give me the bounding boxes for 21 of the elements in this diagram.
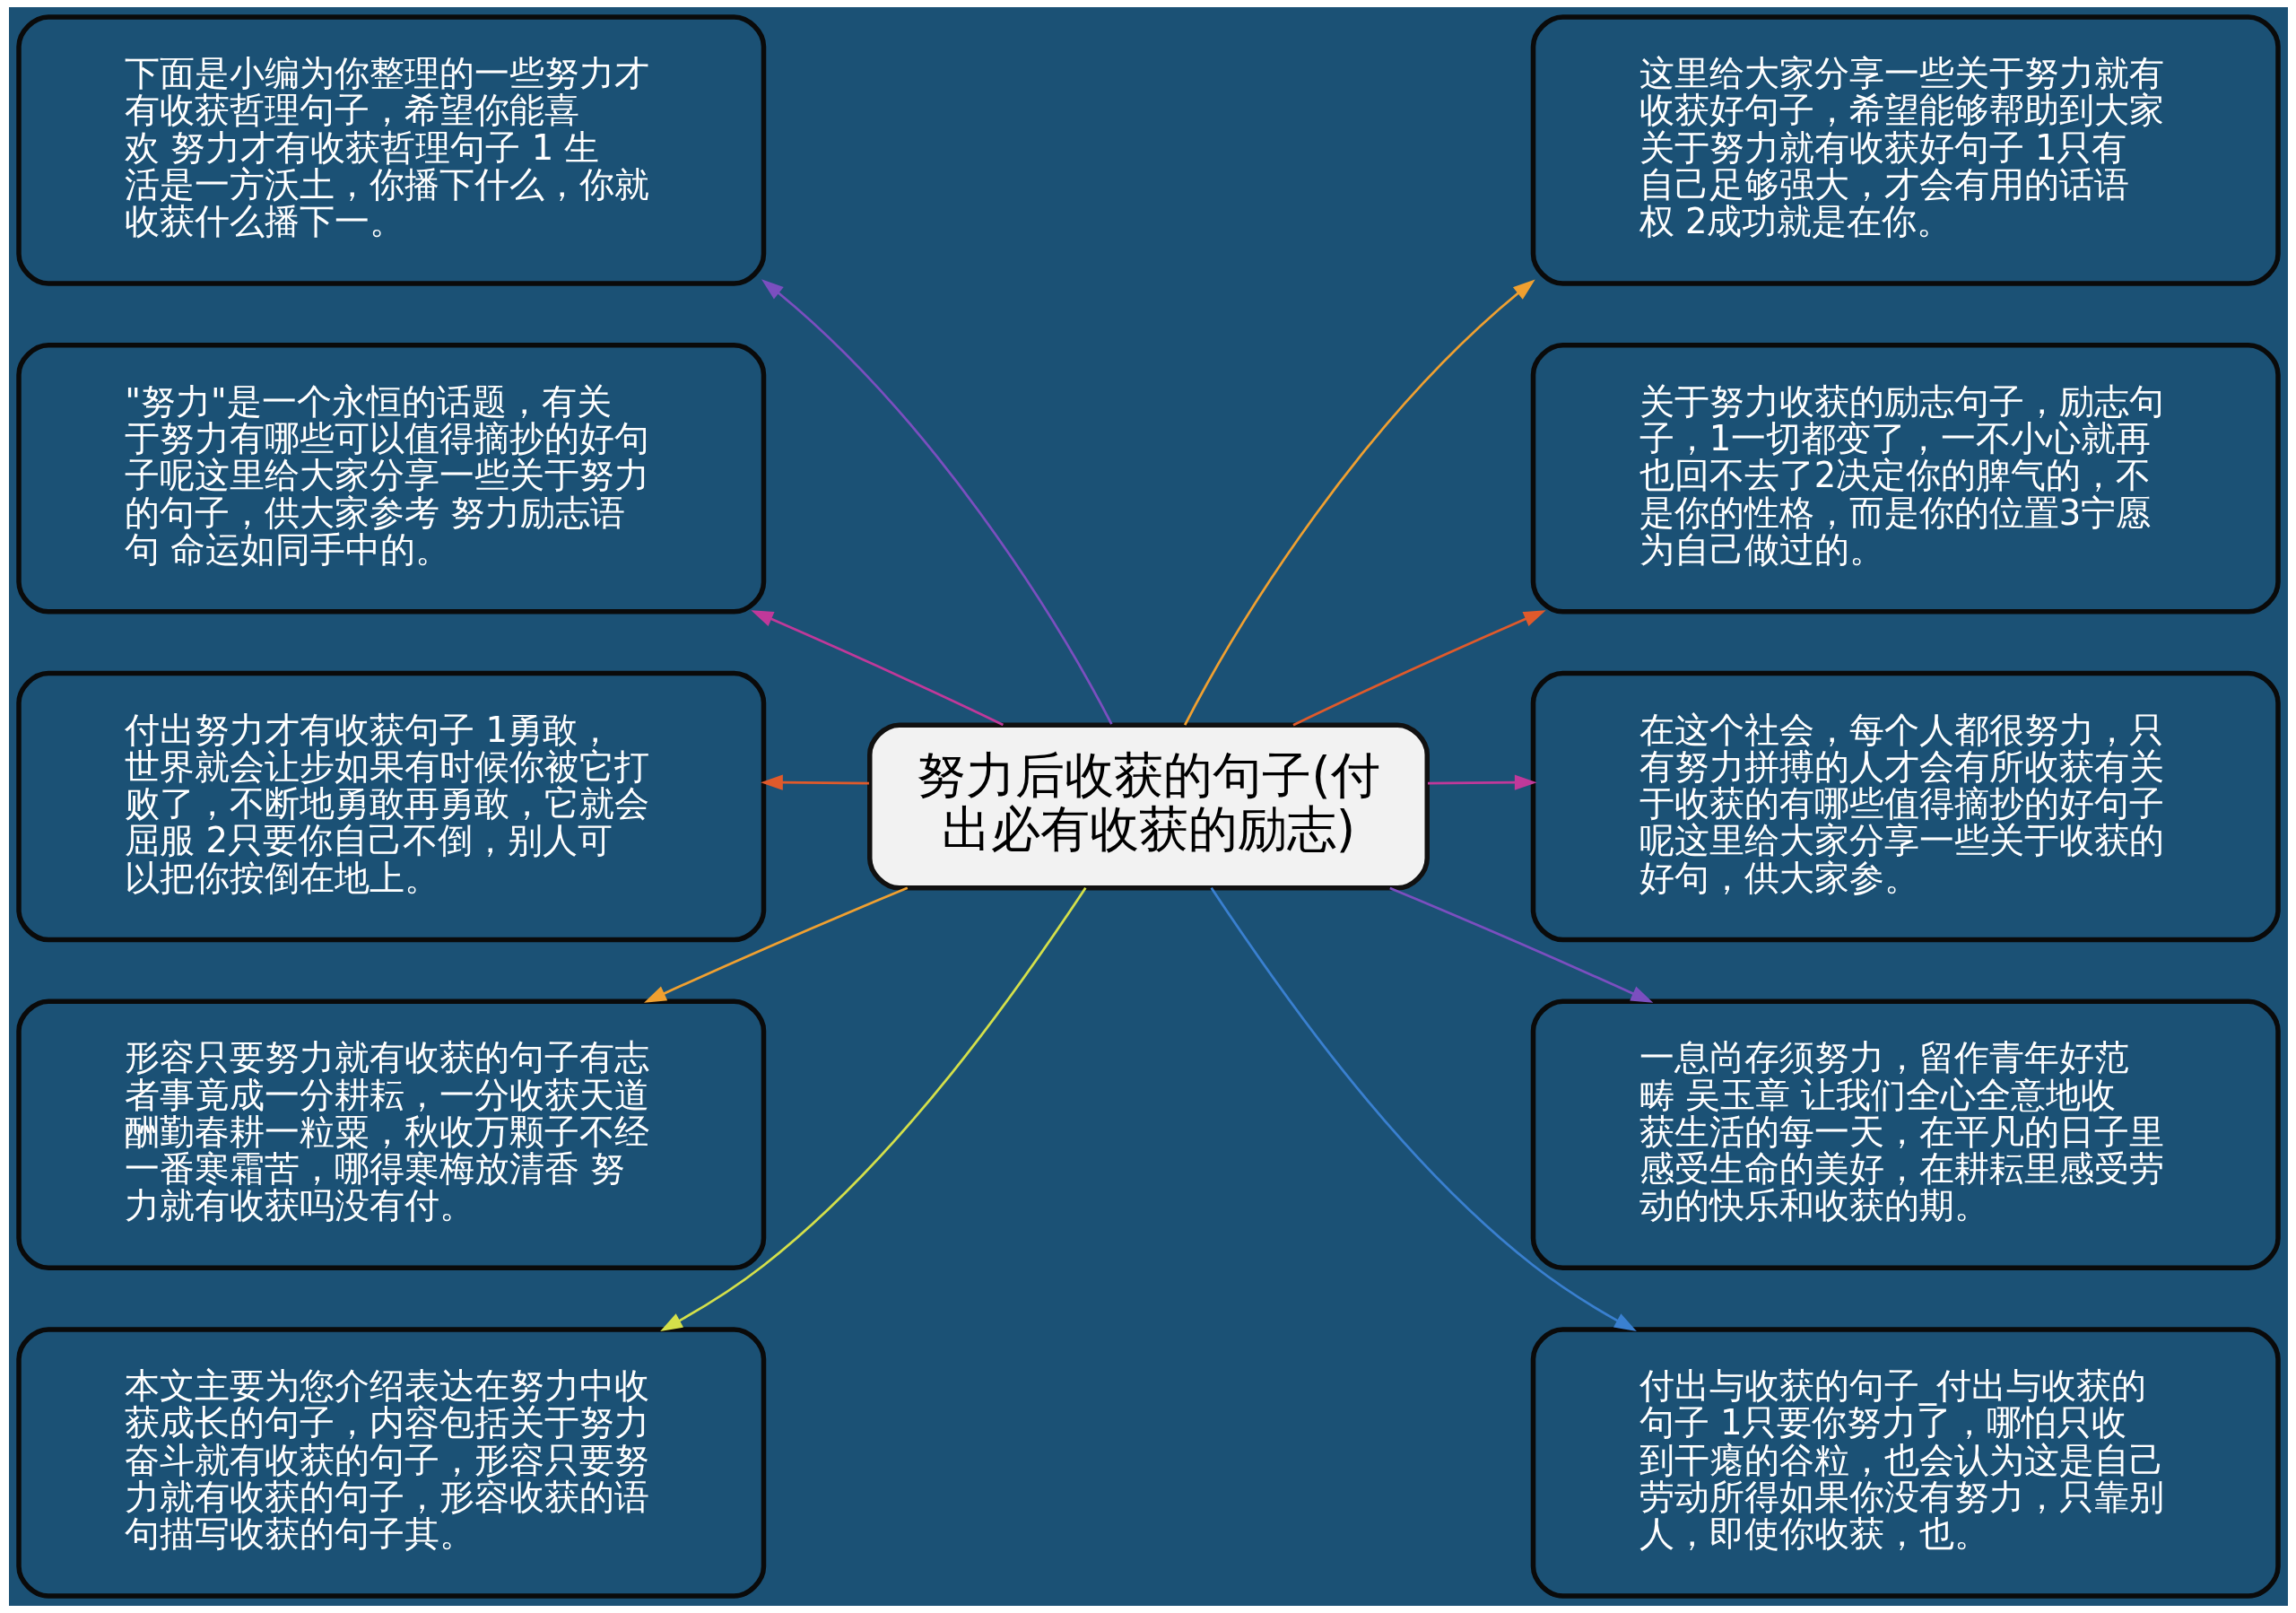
node-box: 本文主要为您介绍表达在努力中收获成长的句子，内容包括关于努力奋斗就有收获的句子，形容只要努力就有收获的句子，形容收获的语句描写收获的句子其。 [15, 1327, 766, 1599]
arrow [760, 774, 869, 790]
arrow [1183, 279, 1535, 726]
node-box: 形容只要努力就有收获的句子有志者事竟成一分耕耘，一分收获天道酬勤春耕一粒粟，秋收万颗子不经一番寒霜苦，哪得寒梅放清香 努力就有收获吗没有付。 [15, 998, 766, 1270]
node-box: 付出与收获的句子_付出与收获的句子 1只要你努力了，哪怕只收到干瘪的谷粒，也会认为这是自己劳动所得如果你没有努力，只靠别人，即使你收获，也。 [1530, 1327, 2281, 1599]
arrow [659, 887, 1086, 1331]
node-box: 在这个社会，每个人都很努力，只有努力拼搏的人才会有所收获有关于收获的有哪些值得摘抄的好句子呢这里给大家分享一些关于收获的好句，供大家参。 [1530, 670, 2281, 943]
arrow [1388, 886, 1653, 1003]
arrow [1210, 887, 1637, 1331]
arrow [1427, 774, 1537, 790]
node-box: 关于努力收获的励志句子，励志句子，1一切都变了，一不小心就再也回不去了2决定你的脾气的，不是你的性格，而是你的位置3宁愿为自己做过的。 [1530, 343, 2281, 615]
node-box: "努力"是一个永恒的话题，有关于努力有哪些可以值得摘抄的好句子呢这里给大家分享一些关于努力的句子，供大家参考 努力励志语句 命运如同手中的。 [15, 343, 766, 615]
arrow [750, 610, 1004, 727]
node-box: 努力后收获的句子(付出必有收获的励志) [866, 722, 1430, 891]
node-box: 付出努力才有收获句子 1勇敢，世界就会让步如果有时候你被它打败了，不断地勇敢再勇敢，它就会屈服 2只要你自己不倒，别人可以把你按倒在地上。 [15, 670, 766, 943]
arrow [1292, 610, 1546, 727]
arrow [761, 279, 1113, 725]
node-box: 下面是小编为你整理的一些努力才有收获哲理句子，希望你能喜欢 努力才有收获哲理句子 1 生活是一方沃土，你播下什么，你就收获什么播下一。 [15, 14, 766, 286]
node-box: 这里给大家分享一些关于努力就有收获好句子，希望能够帮助到大家关于努力就有收获好句子 1只有自己足够强大，才会有用的话语权 2成功就是在你。 [1530, 14, 2281, 286]
node-box: 一息尚存须努力，留作青年好范畴 吴玉章 让我们全心全意地收获生活的每一天，在平凡的日子里感受生命的美好，在耕耘里感受劳动的快乐和收获的期。 [1530, 998, 2281, 1270]
arrow [643, 886, 908, 1003]
